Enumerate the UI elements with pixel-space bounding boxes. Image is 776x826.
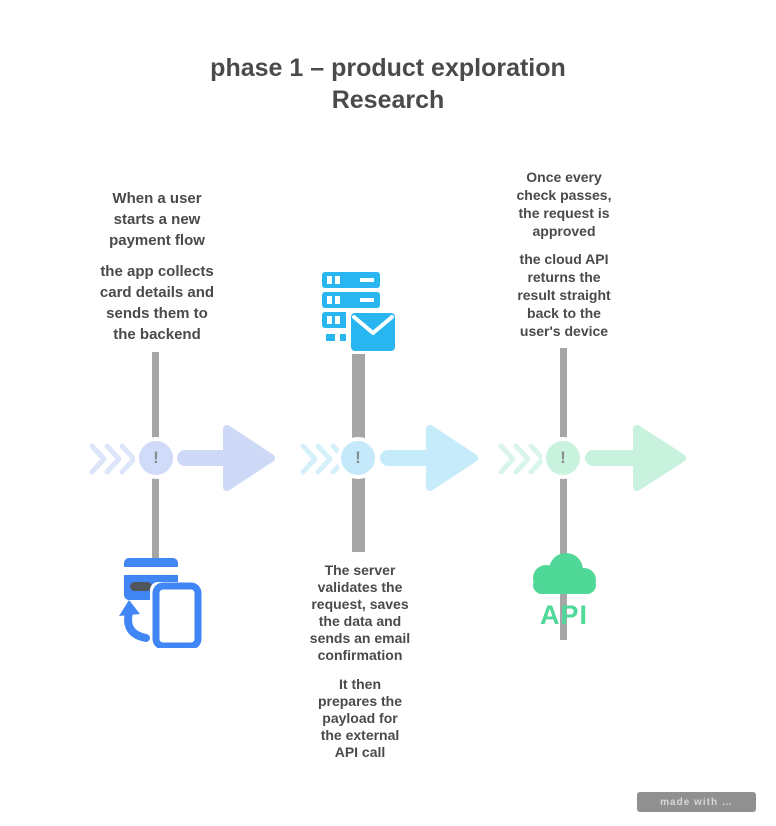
step2-text-line: the data and <box>318 613 402 629</box>
api-label: API <box>540 600 588 630</box>
step1-text-line: the app collects <box>100 263 214 280</box>
step1-text-line: sends them to <box>106 305 208 322</box>
step2-description: The server validates the request, saves … <box>280 562 440 761</box>
page-title: phase 1 – product exploration Research <box>0 52 776 116</box>
step3-text-line: back to the <box>527 305 601 321</box>
step2-node-glyph: ! <box>355 448 361 467</box>
step1-text-line: starts a new <box>113 211 201 228</box>
step2-text-line: validates the <box>317 579 403 595</box>
title-line-2: Research <box>331 86 445 114</box>
step2-text-line: API call <box>334 744 386 760</box>
step2-text-line: payload for <box>322 710 398 726</box>
step2-text-line: confirmation <box>317 647 403 663</box>
step3-connector-line <box>560 348 567 640</box>
step2-text-line: The server <box>324 562 396 578</box>
step1-connector-line <box>152 352 159 642</box>
step3-node: ! <box>542 437 584 479</box>
flow-arrow-2-icon <box>380 425 478 491</box>
step3-text-line: result straight <box>517 287 611 303</box>
flow-arrow-3-icon <box>585 425 686 491</box>
step3-text-line: returns the <box>527 269 601 285</box>
step1-text-line: When a user <box>112 190 202 207</box>
step1-text-line: the backend <box>113 326 201 343</box>
step1-node: ! <box>135 437 177 479</box>
step2-text-line: It then <box>339 676 381 692</box>
step2-text-line: sends an email <box>309 630 411 646</box>
flow-arrow-1-icon <box>177 425 275 491</box>
watermark-label: made with … <box>660 796 733 808</box>
watermark-badge: made with … <box>637 792 756 812</box>
server-mail-icon <box>322 272 400 354</box>
chevrons-right-icon <box>498 443 545 475</box>
step2-text-line: request, saves <box>311 596 409 612</box>
step3-node-glyph: ! <box>560 448 566 467</box>
step1-text-line: payment flow <box>109 232 205 249</box>
step3-text-line: the cloud API <box>519 251 609 267</box>
step1-text-line: card details and <box>99 284 215 301</box>
step2-text-line: prepares the <box>317 693 403 709</box>
step1-node-glyph: ! <box>153 448 159 467</box>
step2-text-line: the external <box>320 727 400 743</box>
step3-text-line: check passes, <box>516 187 612 203</box>
step3-text-line: approved <box>532 223 596 239</box>
step2-node: ! <box>337 437 379 479</box>
step3-text-line: Once every <box>526 169 602 185</box>
cloud-api-icon: API <box>533 553 596 630</box>
step2-connector-line <box>352 298 365 552</box>
step1-description: When a user starts a new payment flow th… <box>67 188 247 345</box>
step3-text-line: user's device <box>519 323 609 339</box>
chevrons-right-icon <box>89 443 136 475</box>
card-to-phone-icon <box>119 558 202 648</box>
title-line-1: phase 1 – product exploration <box>210 54 566 82</box>
step3-text-line: the request is <box>518 205 610 221</box>
step3-description: Once every check passes, the request is … <box>484 168 644 340</box>
